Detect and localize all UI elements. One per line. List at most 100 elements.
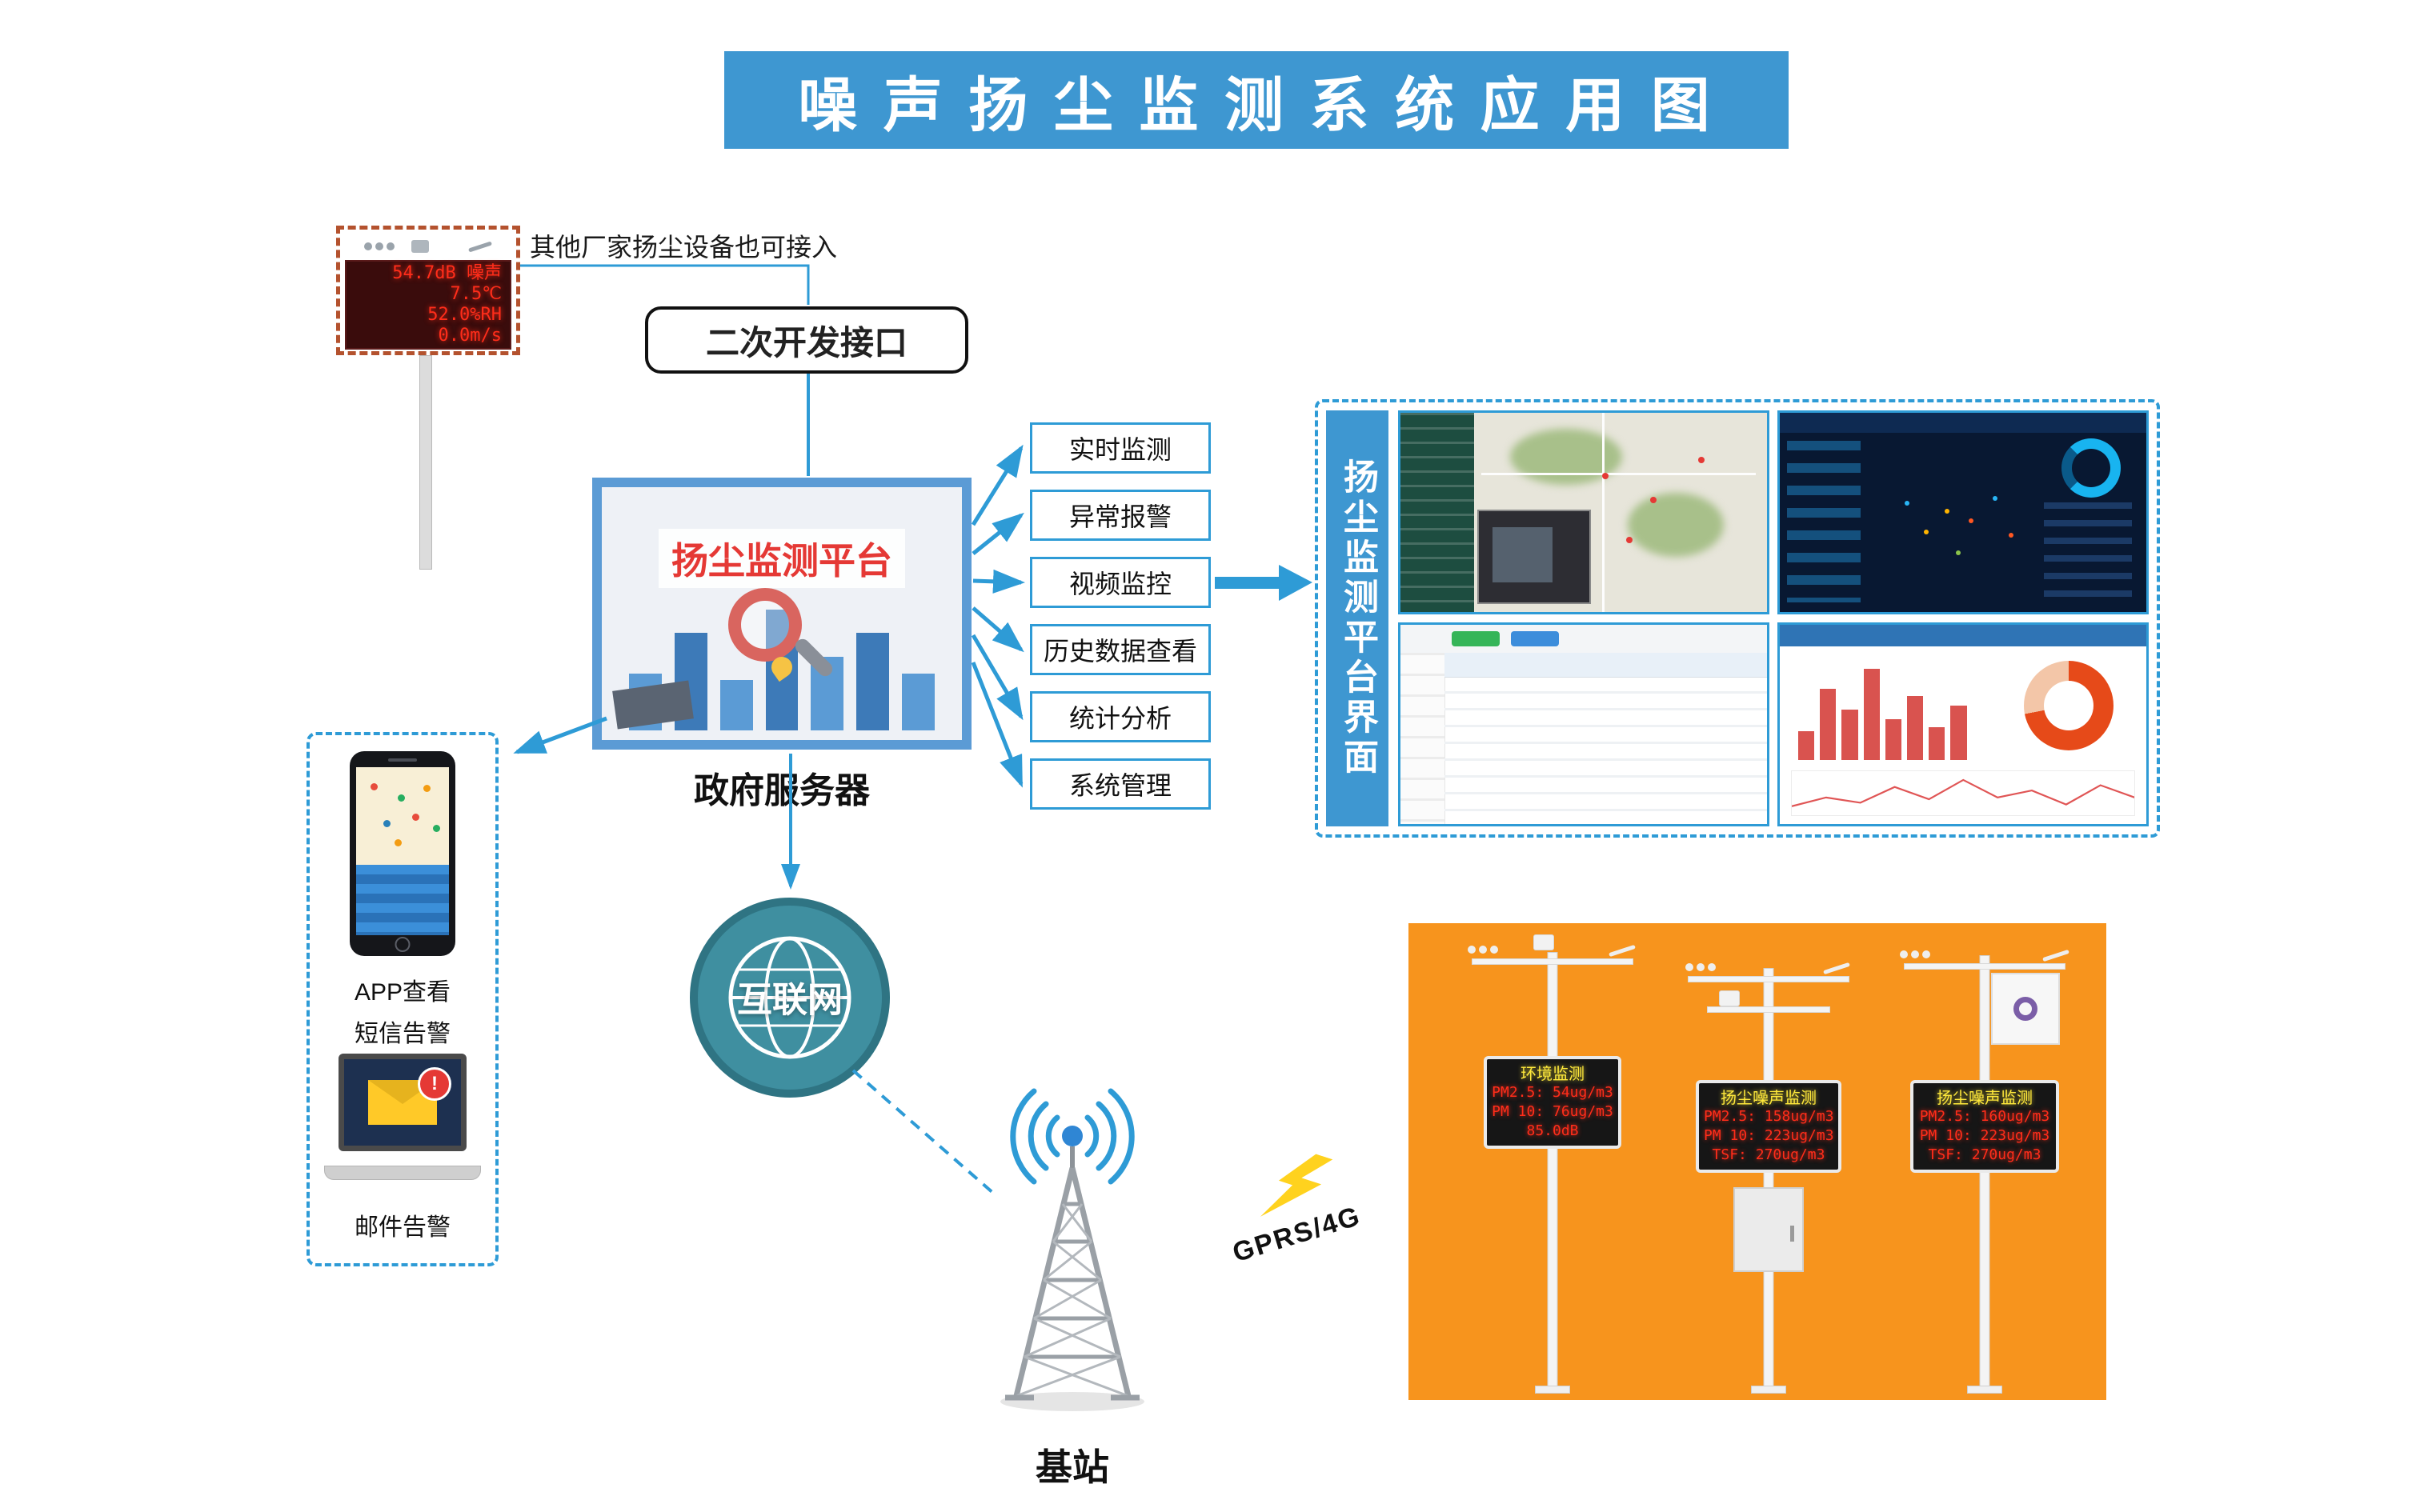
donut-chart <box>2023 660 2113 750</box>
phone-home-button <box>395 937 411 952</box>
led-line: TSF: 270ug/m3 <box>1928 1146 2041 1163</box>
wind-vane-icon <box>467 240 492 253</box>
led-header: 扬尘噪声监测 <box>1937 1088 2033 1107</box>
led-line: 52.0%RH <box>427 305 502 325</box>
led-display: 环境监测 PM2.5: 54ug/m3 PM 10: 76ug/m3 85.0d… <box>1484 1056 1621 1149</box>
equipment-box <box>1991 973 2060 1045</box>
led-line: PM2.5: 54ug/m3 <box>1492 1084 1613 1101</box>
sensor-crossbar <box>1707 1006 1830 1013</box>
led-line: 85.0dB <box>1526 1122 1579 1139</box>
table-toolbar <box>1400 625 1767 654</box>
platform-screen-title: 扬尘监测平台 <box>659 529 905 588</box>
led-line: PM 10: 76ug/m3 <box>1492 1103 1613 1120</box>
internet-globe: 互联网 <box>690 898 890 1098</box>
feature-system-management: 系统管理 <box>1030 758 1211 810</box>
monitor-station-2: 扬尘噪声监测 PM2.5: 158ug/m3 PM 10: 223ug/m3 T… <box>1673 923 1865 1400</box>
feature-abnormal-alarm: 异常报警 <box>1030 490 1211 541</box>
email-icon: ! <box>368 1067 451 1125</box>
phone-list <box>356 864 449 935</box>
laptop-screen: ! <box>339 1054 467 1151</box>
led-line: PM 10: 223ug/m3 <box>1919 1127 2050 1144</box>
monitor-screen: 扬尘监测平台 <box>602 487 962 740</box>
device-sensors <box>345 233 511 260</box>
camera-inset <box>1477 509 1591 605</box>
alert-badge: ! <box>418 1067 451 1101</box>
led-line: 7.5℃ <box>450 284 502 304</box>
led-line: PM2.5: 158ug/m3 <box>1704 1108 1834 1125</box>
led-line: PM 10: 223ug/m3 <box>1704 1127 1834 1144</box>
map-green-area <box>1627 492 1724 557</box>
sensor-head-icon <box>1533 934 1554 950</box>
toolbar-green-button <box>1452 630 1500 646</box>
screenshot-dark-dashboard <box>1777 410 2149 614</box>
feature-video-surveillance: 视频监控 <box>1030 557 1211 608</box>
device-pole <box>419 355 432 570</box>
table-sidebar <box>1400 652 1445 824</box>
laptop: ! <box>324 1054 481 1180</box>
field-stations-panel: 环境监测 PM2.5: 54ug/m3 PM 10: 76ug/m3 85.0d… <box>1408 923 2106 1400</box>
led-line: TSF: 270ug/m3 <box>1712 1146 1825 1163</box>
pole-base <box>1535 1386 1570 1394</box>
server-label: 政府服务器 <box>694 771 870 810</box>
sensor-crossbar <box>1472 958 1633 965</box>
anemometer-icon <box>1900 950 1908 958</box>
charts-header <box>1780 625 2146 647</box>
led-header: 环境监测 <box>1521 1064 1585 1083</box>
magnifier-icon <box>728 588 802 662</box>
anemometer-icon <box>364 242 373 250</box>
base-station-tower <box>960 1088 1184 1424</box>
station-pole <box>1547 952 1558 1392</box>
monitor-station-3: 扬尘噪声监测 PM2.5: 160ug/m3 PM 10: 223ug/m3 T… <box>1889 923 2081 1400</box>
screenshot-statistics-charts <box>1777 622 2149 826</box>
toolbar-blue-button <box>1511 630 1560 646</box>
wind-vane-icon <box>2042 949 2069 962</box>
wind-vane-icon <box>1609 944 1636 958</box>
led-line: PM2.5: 160ug/m3 <box>1919 1108 2050 1125</box>
sensor-crossbar <box>1904 963 2065 970</box>
anemometer-icon <box>1685 963 1693 971</box>
interface-panel-label: 扬尘监测平台界面 <box>1326 410 1388 826</box>
map-sidebar <box>1400 413 1474 612</box>
station-pole <box>1763 968 1774 1392</box>
anemometer-icon <box>1468 946 1476 954</box>
control-cabinet <box>1733 1187 1804 1272</box>
screenshot-map-view <box>1398 410 1769 614</box>
sms-alert-label: 短信告警 <box>355 1021 451 1047</box>
pole-base <box>1967 1386 2002 1394</box>
base-station-label: 基站 <box>1036 1446 1109 1488</box>
server-monitor: 扬尘监测平台 <box>592 478 972 750</box>
feature-realtime-monitoring: 实时监测 <box>1030 422 1211 474</box>
dashboard-header <box>1780 413 2146 433</box>
internet-label: 互联网 <box>737 980 843 1020</box>
wind-vane-icon <box>1823 962 1850 975</box>
table-rows <box>1444 676 1767 824</box>
dashboard-stat-rows <box>2043 502 2132 601</box>
station-pole <box>1979 955 1990 1392</box>
device-note: 其他厂家扬尘设备也可接入 <box>530 233 838 262</box>
dashboard-map-dots <box>1945 508 1950 514</box>
feature-history-data: 历史数据查看 <box>1030 624 1211 675</box>
led-line: 54.7dB 噪声 <box>392 263 502 283</box>
platform-interface-panel: 扬尘监测平台界面 <box>1315 399 2160 838</box>
api-box: 二次开发接口 <box>645 306 968 374</box>
phone-speaker <box>388 758 417 762</box>
red-bar-chart <box>1797 668 1967 761</box>
email-alert-label: 邮件告警 <box>355 1214 451 1241</box>
led-display: 扬尘噪声监测 PM2.5: 158ug/m3 PM 10: 223ug/m3 T… <box>1696 1080 1841 1173</box>
page-title: 噪 声 扬 尘 监 测 系 统 应 用 图 <box>724 51 1789 149</box>
screenshot-grid <box>1398 410 2149 826</box>
laptop-keyboard <box>324 1166 481 1180</box>
map-road <box>1601 413 1605 612</box>
device-led-screen: 54.7dB 噪声 7.5℃ 52.0%RH 0.0m/s <box>345 260 511 350</box>
dashboard-bar-list <box>1787 440 1861 602</box>
lightning-icon <box>1260 1154 1333 1217</box>
table-header-row <box>1444 652 1767 678</box>
feature-statistics: 统计分析 <box>1030 691 1211 742</box>
led-display: 扬尘噪声监测 PM2.5: 160ug/m3 PM 10: 223ug/m3 T… <box>1910 1080 2059 1173</box>
dashboard-gauge-ring <box>2061 438 2121 498</box>
monitor-station-1: 环境监测 PM2.5: 54ug/m3 PM 10: 76ug/m3 85.0d… <box>1456 923 1649 1400</box>
sensor-crossbar <box>1688 976 1849 982</box>
equipment-logo <box>2013 997 2037 1021</box>
alerts-panel: APP查看 短信告警 ! 邮件告警 <box>307 732 499 1266</box>
